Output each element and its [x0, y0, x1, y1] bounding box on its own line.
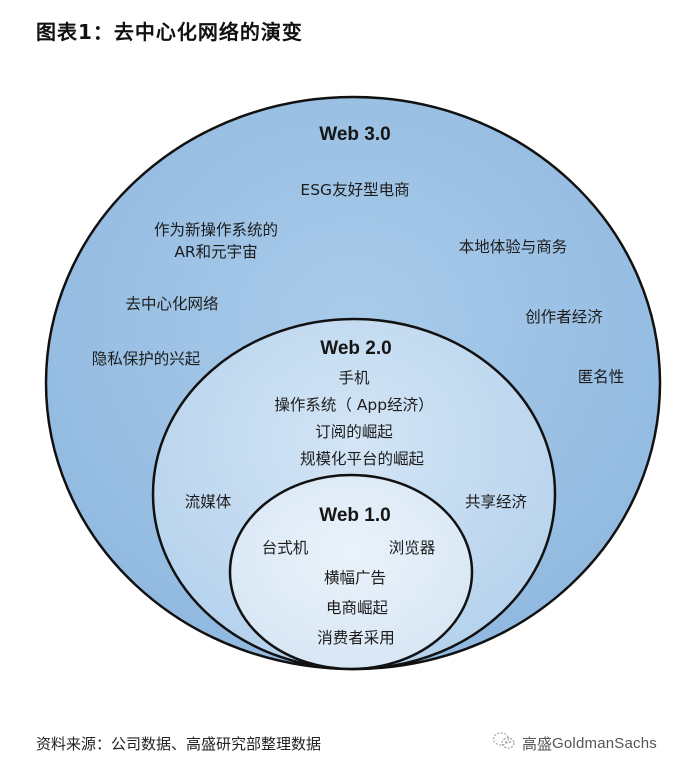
- web1-circle: [228, 473, 474, 671]
- web2-item: 手机: [338, 369, 370, 387]
- web3-item: 创作者经济: [525, 308, 603, 326]
- web3-item: 匿名性: [577, 368, 625, 386]
- web1-header: Web 1.0: [319, 505, 391, 526]
- web3-item: 本地体验与商务: [458, 238, 568, 256]
- web2-item: 订阅的崛起: [315, 423, 393, 441]
- web1-item: 浏览器: [388, 539, 436, 557]
- web3-item: 隐私保护的兴起: [91, 350, 201, 368]
- web1-item: 台式机: [261, 539, 309, 557]
- web1-item: 横幅广告: [323, 569, 387, 587]
- web2-header: Web 2.0: [320, 338, 392, 359]
- brand-name-en: GoldmanSachs: [552, 734, 657, 752]
- web1-item: 消费者采用: [317, 629, 395, 647]
- web3-item: 去中心化网络: [125, 295, 219, 313]
- web3-item: ESG友好型电商: [300, 181, 410, 199]
- figure-title: 图表1：去中心化网络的演变: [36, 20, 303, 44]
- web2-item: 共享经济: [464, 493, 528, 511]
- web2-item: 操作系统（ App经济）: [274, 396, 434, 414]
- brand-name-cn: 高盛: [522, 734, 553, 753]
- web3-item: 作为新操作系统的: [153, 221, 279, 239]
- wechat-icon: [492, 731, 516, 755]
- web1-item: 电商崛起: [325, 599, 389, 617]
- web3-header: Web 3.0: [319, 124, 391, 145]
- source-note: 资料来源：公司数据、高盛研究部整理数据: [36, 735, 322, 753]
- web3-item: AR和元宇宙: [174, 243, 258, 261]
- web2-item: 规模化平台的崛起: [299, 450, 425, 468]
- web2-item: 流媒体: [184, 493, 232, 511]
